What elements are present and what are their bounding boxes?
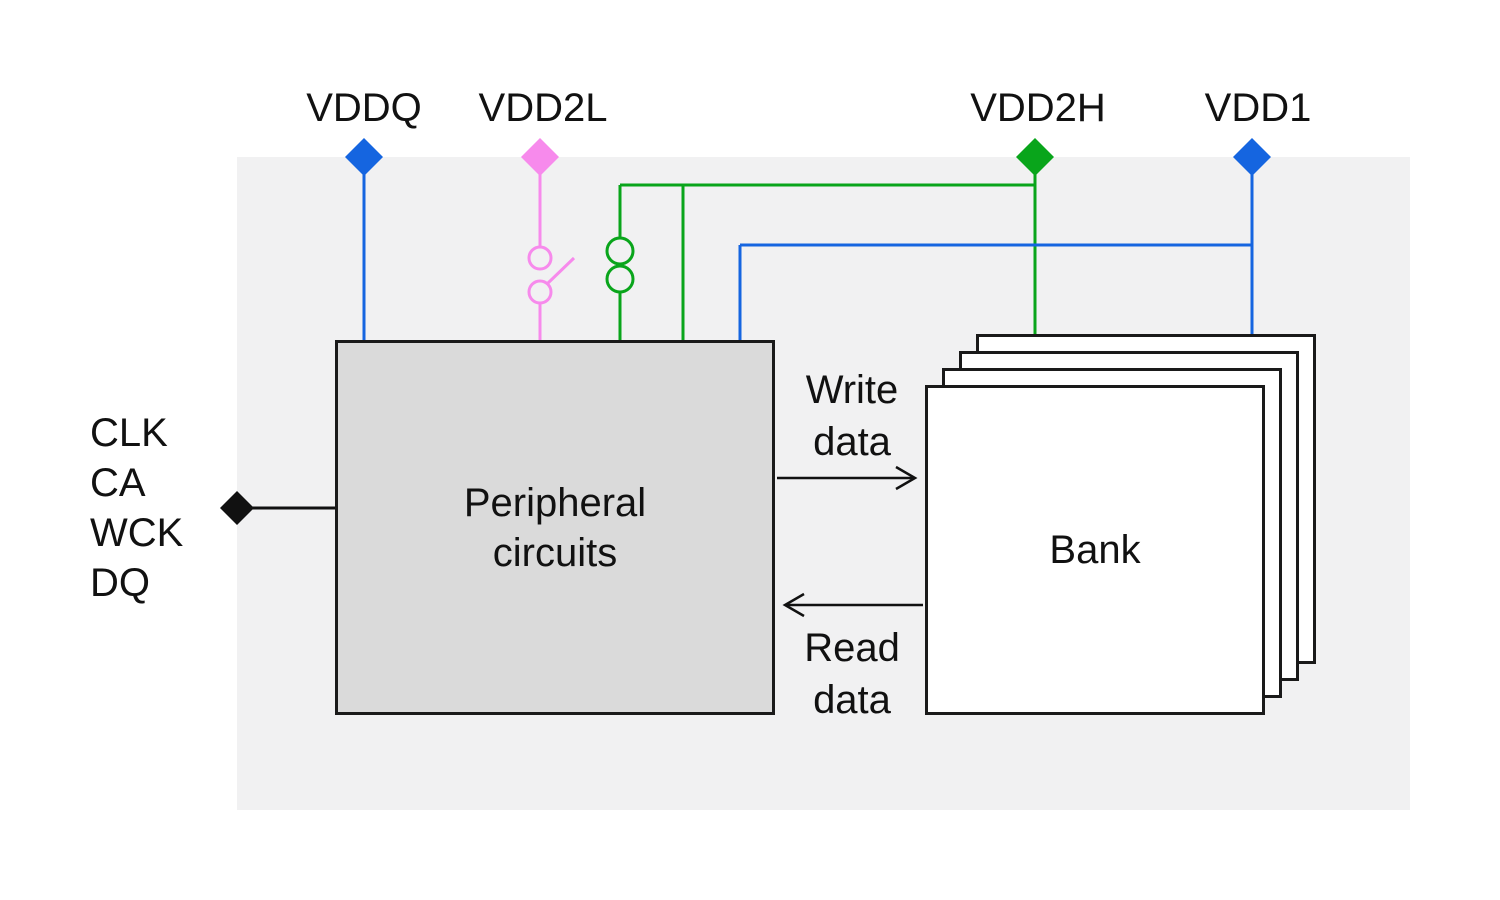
input-signal-list: CLK CA WCK DQ (90, 408, 183, 608)
write-data-label: Write data (806, 364, 899, 468)
vdd1-diamond-pin (1233, 138, 1271, 176)
read-data-label: Read data (804, 622, 900, 726)
vddq-diamond-pin (345, 138, 383, 176)
peripheral-circuits-block: Peripheral circuits (335, 340, 775, 715)
read-data-arrow-head (782, 592, 805, 618)
bank-label: Bank (1049, 528, 1141, 572)
bank-block-front: Bank (925, 385, 1265, 715)
input-signal-dq: DQ (90, 561, 150, 605)
input-signal-wck: WCK (90, 511, 184, 555)
signal-input-diamond-pin (220, 491, 254, 525)
vdd2h-switch-contact-bottom (605, 264, 635, 294)
rail-label-vdd2l: VDD2L (478, 86, 608, 130)
vdd2l-switch-contact-top (527, 245, 553, 271)
write-data-label-line1: Write (805, 368, 899, 412)
write-data-arrow-head (895, 465, 918, 491)
vdd2h-diamond-pin (1016, 138, 1054, 176)
vdd2l-diamond-pin (521, 138, 559, 176)
read-data-label-line2: data (813, 678, 891, 722)
peripheral-circuits-label: Peripheral circuits (464, 478, 646, 578)
read-data-label-line1: Read (804, 626, 900, 670)
vdd2h-switch-contact-top (605, 236, 635, 266)
vdd2l-switch-arm (545, 256, 576, 286)
input-signal-ca: CA (90, 461, 146, 505)
write-data-label-line2: data (813, 420, 891, 464)
peripheral-label-line1: Peripheral (463, 480, 647, 525)
rail-label-vdd2h: VDD2H (970, 86, 1106, 130)
peripheral-label-line2: circuits (492, 530, 618, 575)
input-signal-clk: CLK (90, 411, 168, 455)
rail-label-vdd1: VDD1 (1204, 86, 1312, 130)
rail-label-vddq: VDDQ (306, 86, 422, 130)
